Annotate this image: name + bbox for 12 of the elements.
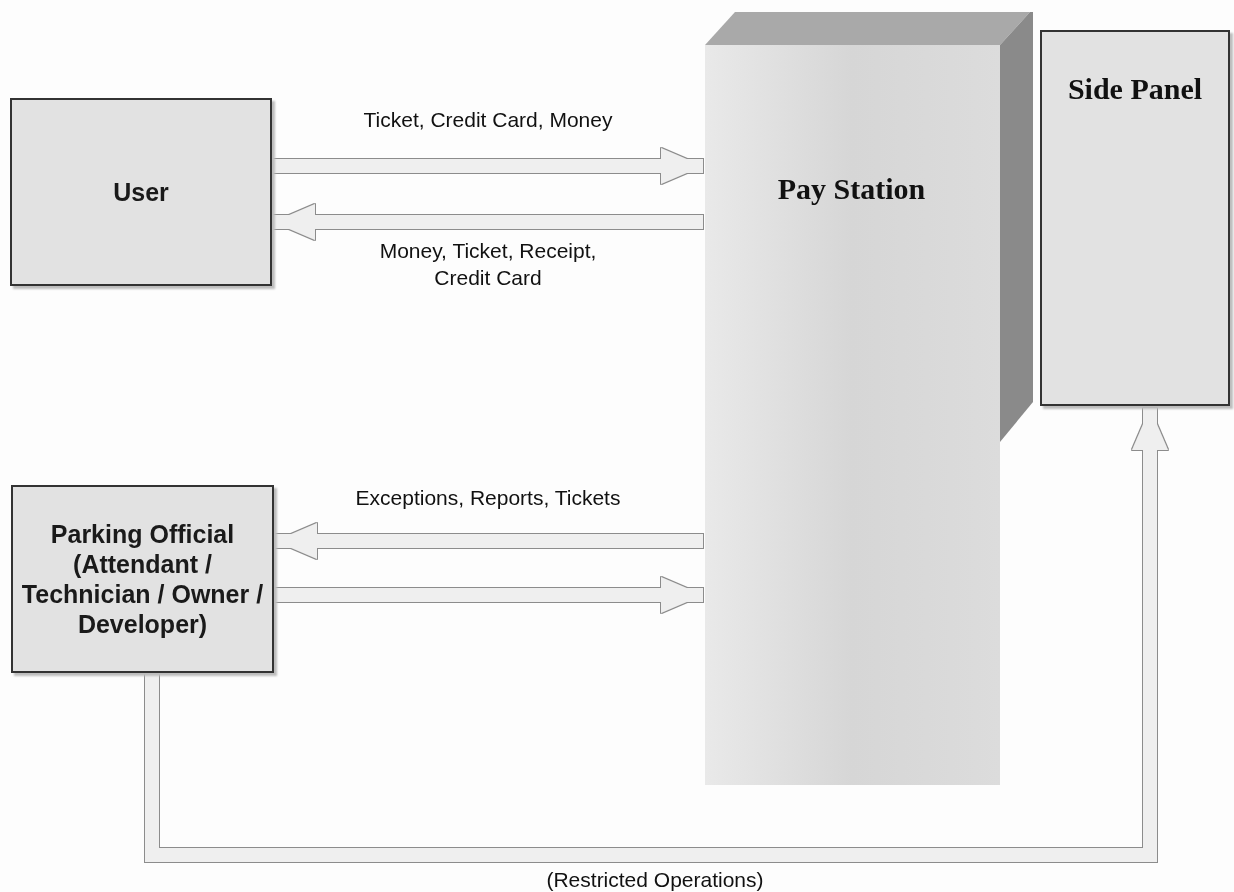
node-label: Pay Station: [776, 172, 927, 206]
node-label: Parking Official (Attendant / Technician / Owner / Developer): [21, 519, 264, 639]
hollow-arrow: [275, 577, 703, 613]
node-label: Side Panel: [1067, 72, 1203, 106]
hollow-arrow: [145, 408, 1168, 862]
hollow-arrow: [273, 204, 703, 240]
side-panel-box: [1040, 30, 1230, 406]
hollow-arrow: [275, 523, 703, 559]
hollow-arrow: [273, 148, 703, 184]
actor-box: [10, 98, 272, 286]
node-label: User: [113, 177, 169, 207]
actor-box: [11, 485, 274, 673]
